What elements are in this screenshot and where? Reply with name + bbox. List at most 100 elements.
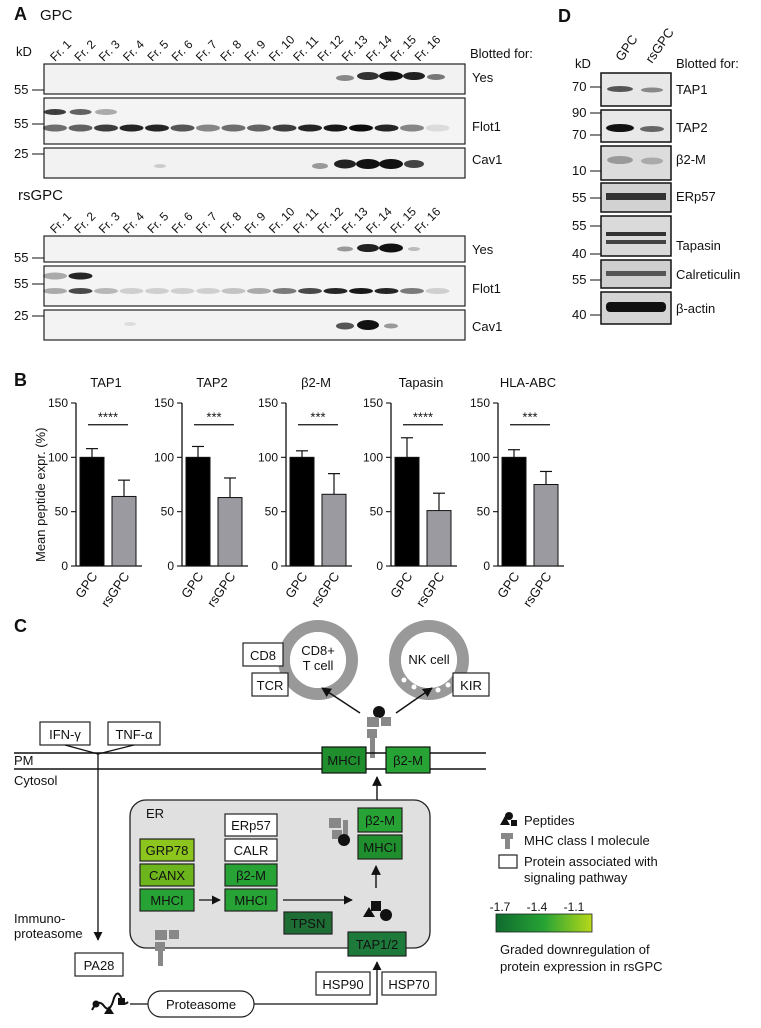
- tap12-label: TAP1/2: [356, 937, 398, 952]
- rsgpc-title: rsGPC: [18, 187, 63, 204]
- rsgpc-fraction-labels: Fr. 1Fr. 2Fr. 3Fr. 4Fr. 5Fr. 6Fr. 7Fr. 8…: [47, 204, 443, 236]
- legend-protein-box: [498, 854, 518, 869]
- legend-mhc-icon: [501, 833, 513, 849]
- fraction-label: Fr. 10: [266, 32, 298, 64]
- fraction-label: Fr. 11: [290, 205, 321, 236]
- bar: [501, 456, 527, 567]
- bar: [533, 484, 559, 567]
- proteasome-label: Proteasome: [166, 997, 236, 1012]
- panel-b-letter: B: [14, 370, 27, 390]
- band: [170, 124, 195, 132]
- d-blot-calreticulin: Calreticulin: [600, 259, 740, 289]
- d-marker-70a: 70: [572, 79, 586, 94]
- gpc-cav1-marker: 25: [14, 146, 28, 161]
- x-tick-label: GPC: [494, 569, 522, 601]
- band: [298, 288, 322, 294]
- cd8-box: [242, 642, 284, 667]
- band: [196, 124, 220, 132]
- surface-mhc-molecule: [367, 706, 391, 758]
- fraction-label: Fr. 8: [217, 37, 244, 64]
- fraction-label: Fr. 15: [387, 32, 419, 64]
- er-mhc-molecule: [329, 818, 350, 846]
- band: [94, 288, 118, 294]
- canx-mhci-label: MHCI: [150, 893, 183, 908]
- band: [374, 288, 399, 294]
- d-blot-actin: β-actin: [600, 291, 715, 325]
- grp78-box: [139, 838, 195, 862]
- band: [425, 124, 450, 132]
- band: [323, 124, 348, 132]
- band: [145, 288, 169, 294]
- legend-scale-mid: -1.4: [527, 900, 548, 914]
- x-tick-label: rsGPC: [98, 569, 133, 610]
- bar: [289, 456, 315, 567]
- band: [170, 288, 195, 294]
- band: [43, 272, 67, 280]
- cd8-t-cell: CD8+ T cell: [278, 620, 358, 700]
- band: [323, 288, 348, 294]
- rsgpc-blot-cav1: 25 Cav1: [14, 308, 502, 341]
- y-tick-label: 50: [161, 505, 175, 519]
- er-empty-mhc: [155, 930, 179, 966]
- y-tick-label: 0: [61, 559, 68, 573]
- y-tick-label: 50: [477, 505, 491, 519]
- nk-label: NK cell: [408, 652, 449, 667]
- gpc-blot-flot1: 55 Flot1: [14, 97, 501, 145]
- legend-scale-min: -1.7: [490, 900, 511, 914]
- fraction-label: Fr. 4: [120, 37, 147, 64]
- kir-box: [452, 672, 490, 697]
- y-tick-label: 100: [258, 450, 278, 464]
- d-marker-70b: 70: [572, 127, 586, 142]
- ifn-label: IFN-γ: [49, 727, 81, 742]
- band: [349, 288, 373, 294]
- canx-box: [139, 863, 195, 887]
- x-tick-label: GPC: [72, 569, 100, 601]
- y-tick-label: 0: [167, 559, 174, 573]
- d-marker-90: 90: [572, 105, 586, 120]
- gpc-yes-marker: 55: [14, 82, 28, 97]
- fraction-label: Fr. 1: [47, 209, 74, 236]
- pa28-box: [74, 952, 124, 977]
- bar: [111, 495, 137, 567]
- d-tap1-label: TAP1: [676, 82, 708, 97]
- d-b2m-label: β2-M: [676, 152, 706, 167]
- d-blot-b2m: β2-M: [600, 145, 706, 181]
- calr-label: CALR: [234, 843, 269, 858]
- panel-d-blotted-for: Blotted for:: [676, 56, 739, 71]
- load-mhci-box: [357, 834, 403, 860]
- band: [247, 124, 271, 132]
- tcell-label-1: CD8+: [301, 643, 335, 658]
- erp57-label: ERp57: [231, 818, 271, 833]
- significance-label: ***: [206, 410, 221, 425]
- gpc-yes-label: Yes: [472, 70, 494, 85]
- panel-d: D kD GPC rsGPC Blotted for: TAP1 TAP2 β2…: [558, 6, 740, 325]
- er-label: ER: [146, 806, 164, 821]
- er-b2m-label: β2-M: [236, 868, 266, 883]
- bar: [426, 510, 452, 567]
- significance-label: ***: [522, 410, 537, 425]
- band: [400, 124, 424, 132]
- protein-chain: [91, 992, 129, 1014]
- chart-title: Tapasin: [399, 375, 444, 390]
- y-tick-label: 100: [470, 450, 490, 464]
- pm-b2m-box: [385, 746, 431, 774]
- bar: [321, 493, 347, 567]
- panel-a-letter: A: [14, 4, 27, 24]
- rsgpc-blot-yes: 55 Yes: [14, 235, 494, 265]
- band: [68, 124, 93, 132]
- d-marker-55c: 55: [572, 272, 586, 287]
- legend-peptides-icon: [500, 812, 517, 826]
- d-erp57-label: ERp57: [676, 189, 716, 204]
- legend-gradient: [495, 913, 593, 933]
- fraction-label: Fr. 2: [72, 209, 99, 236]
- band: [272, 288, 297, 294]
- gpc-blot-yes: 55 Yes: [14, 63, 494, 97]
- pm-b2m-label: β2-M: [393, 753, 423, 768]
- tap12-box: [347, 931, 407, 957]
- fraction-label: Fr. 5: [144, 37, 171, 64]
- fraction-label: Fr. 12: [315, 204, 347, 236]
- x-tick-label: rsGPC: [520, 569, 555, 610]
- x-tick-label: rsGPC: [204, 569, 239, 610]
